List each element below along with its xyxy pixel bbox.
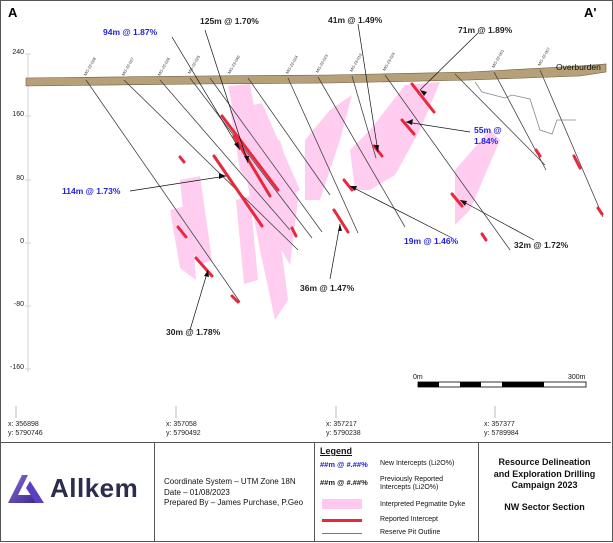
new-intercept-label: 94m @ 1.87% bbox=[103, 27, 158, 37]
legend-title: Legend bbox=[320, 446, 353, 456]
elevation-label: -80 bbox=[13, 301, 24, 308]
legend-item-dyke: Interpreted Pegmatite Dyke bbox=[314, 499, 479, 513]
elevation-label: 0 bbox=[20, 238, 24, 245]
legend-text-pit: Reserve Pit Outline bbox=[380, 529, 441, 536]
hole-label: MG-22-007 bbox=[537, 46, 552, 67]
hole-label: MG-23-040 bbox=[227, 54, 242, 75]
title-block: Allkem Coordinate System – UTM Zone 18N … bbox=[0, 442, 611, 542]
previous-intercept-label: 36m @ 1.47% bbox=[300, 283, 355, 293]
scale-start-label: 0m bbox=[413, 374, 423, 381]
legend-text-previous: Previously Reported Intercepts (Li2O%) bbox=[380, 476, 444, 491]
scale-bar bbox=[417, 381, 587, 388]
info-cell: Coordinate System – UTM Zone 18N Date – … bbox=[154, 443, 315, 542]
elevation-axis bbox=[25, 53, 31, 372]
coordinate-system-text: Coordinate System – UTM Zone 18N bbox=[164, 477, 296, 486]
new-intercept-label: 55m @ 1.84% bbox=[474, 125, 502, 146]
elevation-label: 80 bbox=[16, 175, 24, 182]
easting-ticks bbox=[15, 406, 496, 418]
previous-intercept-label: 71m @ 1.89% bbox=[458, 25, 513, 35]
hole-label: MG-22-024 bbox=[285, 54, 300, 75]
legend-symbol-previous: ##m @ #.##% bbox=[320, 478, 368, 487]
hole-label: MG-22-026 bbox=[157, 56, 172, 77]
hole-label: MG-23-024 bbox=[382, 51, 397, 72]
section-title: NW Sector Section bbox=[504, 501, 585, 512]
new-intercept-label: 114m @ 1.73% bbox=[62, 186, 121, 196]
previous-intercept-label: 32m @ 1.72% bbox=[514, 240, 569, 250]
allkem-logo-icon bbox=[8, 474, 44, 503]
elevation-label: -160 bbox=[9, 364, 24, 371]
title-cell: Resource Delineation and Exploration Dri… bbox=[478, 443, 611, 542]
legend-item-intercept: Reported Intercept bbox=[314, 515, 479, 529]
section-start-label: A bbox=[8, 5, 18, 20]
elevation-label: 160 bbox=[12, 111, 24, 118]
hole-label: MG-22-001 bbox=[491, 48, 506, 69]
logo-cell: Allkem bbox=[0, 443, 155, 542]
cross-section: MG-22-028 MG-22-027 MG-22-026 MG-22-025 … bbox=[15, 23, 607, 418]
prepared-by-text: Prepared By – James Purchase, P.Geo bbox=[164, 498, 304, 507]
hole-label: MG-22-025 bbox=[187, 54, 202, 75]
legend-item-pit: Reserve Pit Outline bbox=[314, 529, 479, 543]
legend-text-dyke: Interpreted Pegmatite Dyke bbox=[380, 501, 466, 508]
hole-label: MG-22-028 bbox=[83, 56, 98, 77]
previous-intercept-label: 41m @ 1.49% bbox=[328, 15, 383, 25]
legend-text-intercept: Reported Intercept bbox=[380, 516, 438, 523]
pit-swatch bbox=[322, 533, 362, 534]
hole-label: MG-23-019 bbox=[349, 52, 364, 73]
leader-arrowheads bbox=[204, 90, 467, 277]
leader-lines bbox=[129, 23, 535, 331]
date-text: Date – 01/08/2023 bbox=[164, 487, 230, 497]
previous-intercept-label: 125m @ 1.70% bbox=[200, 16, 259, 26]
section-end-label: A' bbox=[584, 5, 597, 20]
elevation-label: 240 bbox=[12, 49, 24, 56]
reported-intercepts bbox=[176, 82, 604, 304]
logo-text: Allkem bbox=[50, 473, 139, 503]
hole-label: MG-22-027 bbox=[121, 56, 136, 77]
new-intercept-label: 19m @ 1.46% bbox=[404, 236, 459, 246]
intercept-swatch bbox=[322, 519, 362, 522]
legend-item-previous: ##m @ #.##% Previously Reported Intercep… bbox=[314, 476, 479, 494]
campaign-title: Resource Delineation and Exploration Dri… bbox=[493, 457, 596, 490]
allkem-logo: Allkem bbox=[8, 473, 138, 504]
overburden-label: Overburden bbox=[556, 62, 601, 72]
legend-text-new: New Intercepts (Li2O%) bbox=[380, 460, 455, 467]
legend-symbol-new: ##m @ #.##% bbox=[320, 460, 368, 469]
scale-end-label: 300m bbox=[568, 374, 586, 381]
hole-label: MG-22-023 bbox=[315, 53, 330, 74]
reserve-pit-outline bbox=[474, 81, 576, 135]
legend-item-new: ##m @ #.##% New Intercepts (Li2O%) bbox=[314, 460, 479, 474]
previous-intercept-label: 30m @ 1.78% bbox=[166, 327, 221, 337]
legend: Legend ##m @ #.##% New Intercepts (Li2O%… bbox=[314, 443, 479, 542]
dyke-swatch bbox=[322, 499, 362, 509]
